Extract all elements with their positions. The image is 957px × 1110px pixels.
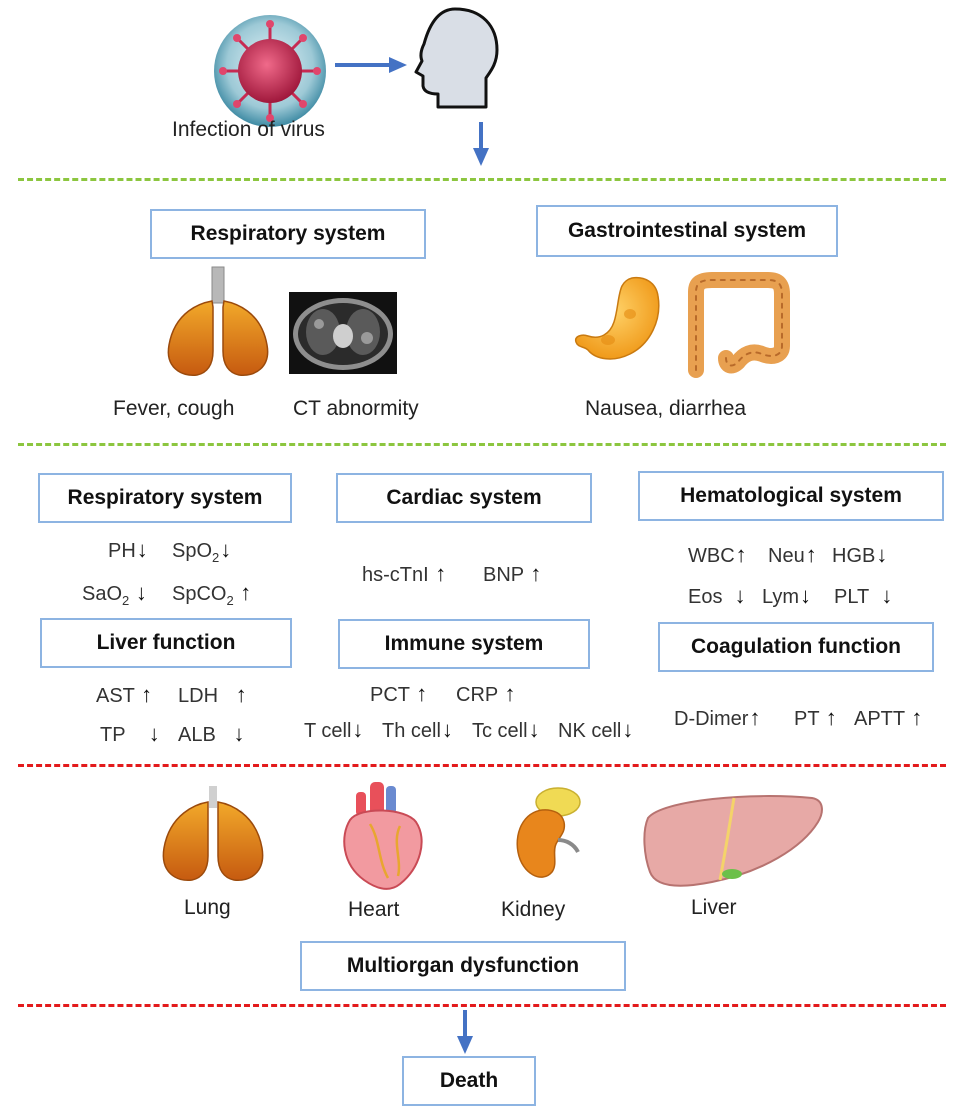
organ-label-heart: Heart [348, 898, 400, 921]
liver-icon [643, 795, 823, 887]
organ-label-kidney: Kidney [501, 898, 566, 921]
marker-plt: PLT ↓ [834, 583, 893, 609]
marker-spco2: SpCO2 ↑ [172, 580, 252, 609]
arrow-down-icon: ↓ [622, 717, 634, 742]
marker-neu: Neu↑ [768, 542, 817, 568]
arrow-up-icon: ↑ [749, 705, 761, 730]
multiorgan-dysfunction-box: Multiorgan dysfunction [300, 941, 626, 991]
marker-d-dimer: D-Dimer↑ [674, 705, 761, 731]
arrow-down-icon: ↓ [233, 721, 245, 746]
respiratory-system-box: Respiratory system [150, 209, 426, 259]
marker-eos: Eos ↓ [688, 583, 746, 609]
marker-lym: Lym↓ [762, 583, 812, 609]
marker-hgb: HGB↓ [832, 542, 888, 568]
marker-ph: PH↓ [108, 537, 148, 563]
arrow-up-icon: ↑ [825, 705, 837, 730]
liver-function-box: Liver function [40, 618, 292, 668]
marker-aptt: APTT ↑ [854, 705, 923, 731]
marker-tp: TP ↓ [100, 721, 160, 747]
marker-crp: CRP ↑ [456, 681, 516, 707]
arrow-up-icon: ↑ [435, 561, 447, 586]
fever-cough-label: Fever, cough [113, 397, 235, 420]
marker-ast: AST ↑ [96, 682, 153, 708]
arrow-down-icon: ↓ [135, 580, 147, 605]
death-box: Death [402, 1056, 536, 1106]
arrow-down-icon: ↓ [800, 583, 812, 608]
arrow-up-icon: ↑ [416, 681, 428, 706]
marker-pt: PT ↑ [794, 705, 837, 731]
human-head-icon [414, 7, 499, 109]
marker-ldh: LDH ↑ [178, 682, 247, 708]
organ-label-liver: Liver [691, 896, 737, 919]
coagulation-function-box: Coagulation function [658, 622, 934, 672]
marker-nk-cell: NK cell↓ [558, 717, 634, 743]
arrow-up-icon: ↑ [141, 682, 153, 707]
cardiac-system-box: Cardiac system [336, 473, 592, 523]
arrow-down-icon: ↓ [352, 717, 364, 742]
ct-abnormity-label: CT abnormity [293, 397, 419, 420]
lung-icon [162, 786, 264, 881]
red-divider [18, 1004, 946, 1007]
arrow-down-icon: ↓ [220, 537, 232, 562]
arrow-right-icon [335, 57, 407, 73]
marker-spo2: SpO2↓ [172, 537, 232, 566]
nausea-diarrhea-label: Nausea, diarrhea [585, 397, 747, 420]
green-divider [18, 178, 946, 181]
hematological-system-box: Hematological system [638, 471, 944, 521]
immune-system-box: Immune system [338, 619, 590, 669]
arrow-down-icon: ↓ [528, 717, 540, 742]
kidney-icon [516, 787, 581, 878]
respiratory-system-lab-box: Respiratory system [38, 473, 292, 523]
marker-pct: PCT ↑ [370, 681, 428, 707]
stomach-icon [574, 276, 660, 360]
arrow-down-icon: ↓ [441, 717, 453, 742]
arrow-up-icon: ↑ [911, 705, 923, 730]
virus-label: Infection of virus [172, 118, 325, 141]
arrow-down-icon [457, 1010, 473, 1054]
arrow-down-icon: ↓ [136, 537, 148, 562]
arrow-up-icon: ↑ [504, 681, 516, 706]
heart-icon [343, 782, 423, 890]
red-divider [18, 764, 946, 767]
marker-bnp: BNP ↑ [483, 561, 542, 587]
marker-tc-cell: Tc cell↓ [472, 717, 540, 743]
arrow-down-icon: ↓ [148, 721, 160, 746]
marker-hs-ctni: hs-cTnI ↑ [362, 561, 447, 587]
arrow-down-icon: ↓ [734, 583, 746, 608]
arrow-up-icon: ↑ [530, 561, 542, 586]
virus-icon [214, 15, 326, 127]
ct-scan-image [289, 292, 397, 374]
green-divider [18, 443, 946, 446]
organ-label-lung: Lung [184, 896, 231, 919]
marker-sao2: SaO2 ↓ [82, 580, 147, 609]
gastrointestinal-system-box: Gastrointestinal system [536, 205, 838, 257]
arrow-up-icon: ↑ [235, 682, 247, 707]
marker-alb: ALB ↓ [178, 721, 245, 747]
arrow-up-icon: ↑ [805, 542, 817, 567]
arrow-up-icon: ↑ [735, 542, 747, 567]
lungs-icon [167, 266, 269, 376]
arrow-up-icon: ↑ [240, 580, 252, 605]
arrow-down-icon [473, 122, 489, 166]
arrow-down-icon: ↓ [881, 583, 893, 608]
marker-th-cell: Th cell↓ [382, 717, 453, 743]
arrow-down-icon: ↓ [876, 542, 888, 567]
marker-wbc: WBC↑ [688, 542, 747, 568]
colon-icon [688, 272, 790, 378]
marker-t-cell: T cell↓ [304, 717, 364, 743]
